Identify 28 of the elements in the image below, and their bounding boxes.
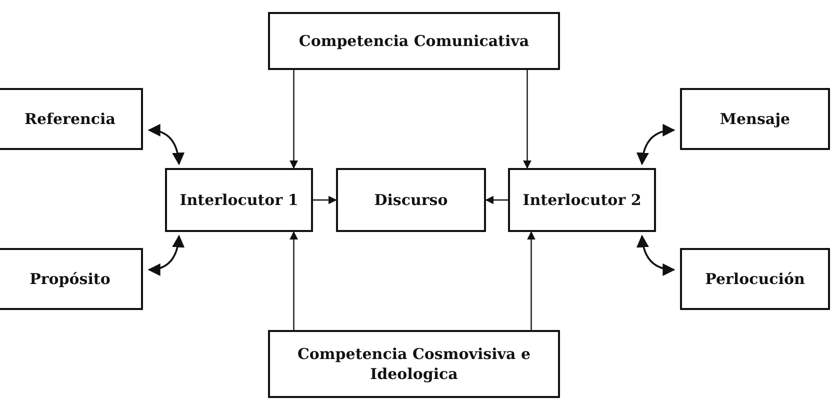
arrow [290,70,298,169]
arrow [148,124,184,166]
arrow [527,231,536,330]
arrow [313,196,337,204]
box-label: Referencia [24,108,116,130]
arrow [523,70,532,169]
concept-box [336,168,486,232]
box-label: Perlocución [704,268,806,290]
concept-box [680,88,830,150]
box-label: Competencia Cosmovisiva e Ideologica [296,344,532,384]
concept-box [268,12,560,70]
box-label: Interlocutor 2 [522,190,642,210]
arrow [636,124,676,166]
concept-box [508,168,656,232]
box-label: Propósito [28,268,112,290]
concept-box [268,330,560,398]
concept-box [165,168,313,232]
concept-box [0,248,143,310]
box-label: Mensaje [718,108,792,130]
box-label: Competencia Comunicativa [298,30,530,52]
arrow [148,234,184,276]
concept-box [680,248,830,310]
concept-box [0,88,143,150]
box-label: Discurso [373,190,449,210]
arrow [290,231,298,330]
box-label: Interlocutor 1 [178,190,300,210]
arrow [485,196,508,204]
arrow [636,234,676,276]
